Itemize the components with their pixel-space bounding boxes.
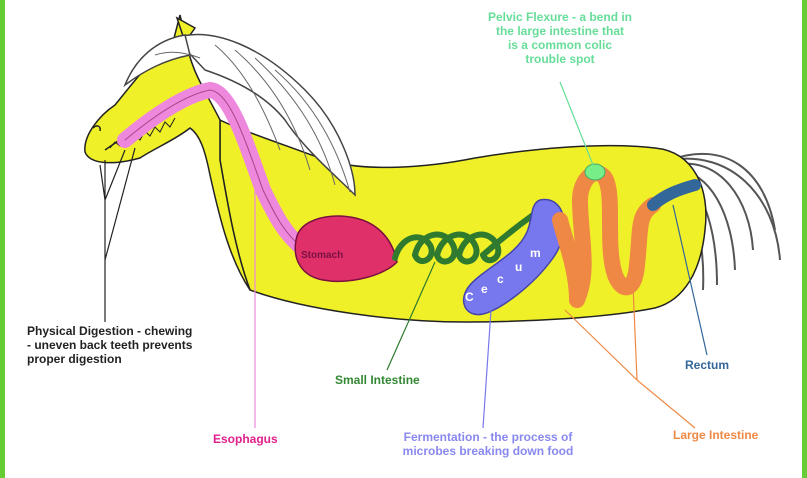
leader-physical (100, 148, 135, 322)
fermentation-label: Fermentation - the process of microbes b… (373, 430, 603, 458)
small-intestine-label: Small Intestine (335, 373, 420, 387)
cecum-letter-3: c (497, 272, 504, 286)
rectum-label: Rectum (685, 358, 729, 372)
cecum-letter-1: C (465, 290, 474, 304)
cecum-letter-2: e (481, 282, 488, 296)
pelvic-flexure-label: Pelvic Flexure - a bend in the large int… (460, 10, 660, 66)
leader-fermentation (483, 310, 491, 428)
esophagus-label: Esophagus (213, 432, 278, 446)
horse-digestive-diagram (5, 0, 802, 478)
physical-digestion-label: Physical Digestion - chewing - uneven ba… (27, 324, 257, 366)
pelvic-flexure-marker (585, 164, 605, 180)
large-intestine-label: Large Intestine (673, 428, 758, 442)
stomach-label: Stomach (301, 250, 343, 261)
cecum-letter-4: u (515, 260, 522, 274)
cecum-letter-5: m (530, 246, 541, 260)
